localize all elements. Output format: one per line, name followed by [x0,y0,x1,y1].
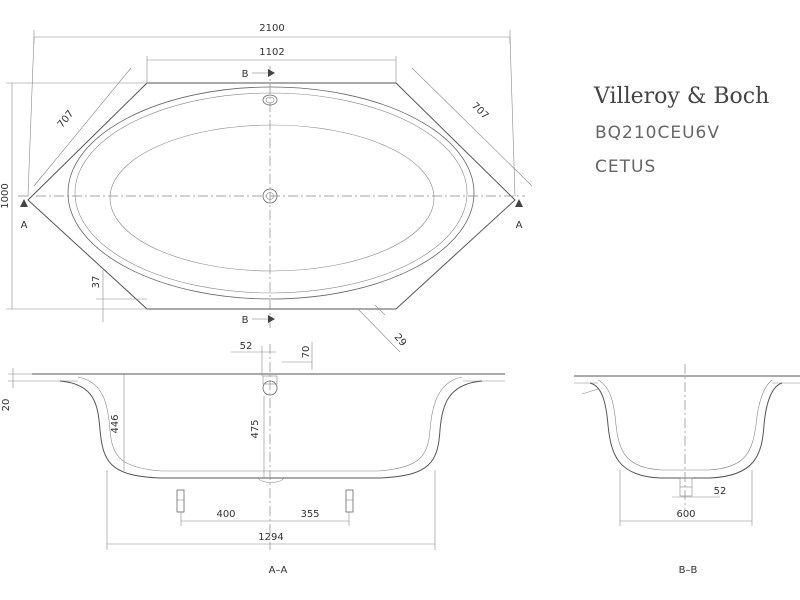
section-a-view: 20 446 475 52 70 400 355 1294 A–A [1,341,505,576]
dim-section-b-bottom: 600 [676,509,695,520]
section-b-shell-inner [597,379,773,471]
dim-diagonal-left: 707 [56,109,77,131]
ext-line [27,36,35,197]
section-arrow-b-bottom [268,315,275,323]
dim-diagonal-right: 707 [469,101,490,122]
dim-rim-thickness: 20 [1,399,12,412]
plan-rim-outer [67,86,475,300]
dim-line-diagonal-right [411,67,533,187]
brand-name: Villeroy & Boch [593,84,769,109]
model-code: BQ210CEU6V [595,123,720,143]
dim-drain-depth: 475 [250,419,261,438]
foot-right [345,489,354,513]
dim-overflow-height: 70 [301,346,312,359]
dim-overflow-width: 52 [240,341,253,352]
section-a-drain-bulge [257,477,285,483]
section-b-view: 52 600 B–B [574,364,800,576]
section-arrow-a-right [515,199,523,207]
section-b-label: B–B [679,565,698,576]
plan-rim-inner [74,92,468,294]
dim-rim-offset: 37 [91,276,102,289]
section-arrow-a-left [20,199,28,207]
section-a-label: A–A [269,565,288,576]
dim-inner-depth: 446 [110,414,121,433]
foot-left [176,489,185,513]
ext-line [374,304,386,316]
section-a-shell-outer [59,380,483,479]
section-mark-a-right: A [516,220,523,231]
section-mark-a-left: A [21,220,28,231]
dim-foot-right: 355 [300,509,319,520]
plan-view: 2100 1102 707 707 1000 37 29 A A B [0,23,533,353]
model-name: CETUS [595,157,656,177]
section-b-shell-outer [589,382,783,479]
dim-foot-left: 400 [216,509,235,520]
dim-overall-depth: 1000 [0,183,11,208]
dim-top-edge: 1102 [259,47,284,58]
plan-basin-inner [109,124,435,272]
dim-line-diagonal-left [33,67,132,187]
ext-line [509,36,516,197]
dim-overall-width: 2100 [259,23,284,34]
section-b-overflow-mark [581,388,599,395]
dim-line-rim-corner [357,308,401,353]
section-arrow-b-top [268,69,275,77]
dim-bottom-length: 1294 [258,532,283,543]
dim-section-b-drain: 52 [714,486,727,497]
section-mark-b-top: B [242,69,249,80]
section-mark-b-bottom: B [242,315,249,326]
title-block: Villeroy & Boch BQ210CEU6V CETUS [593,84,769,177]
